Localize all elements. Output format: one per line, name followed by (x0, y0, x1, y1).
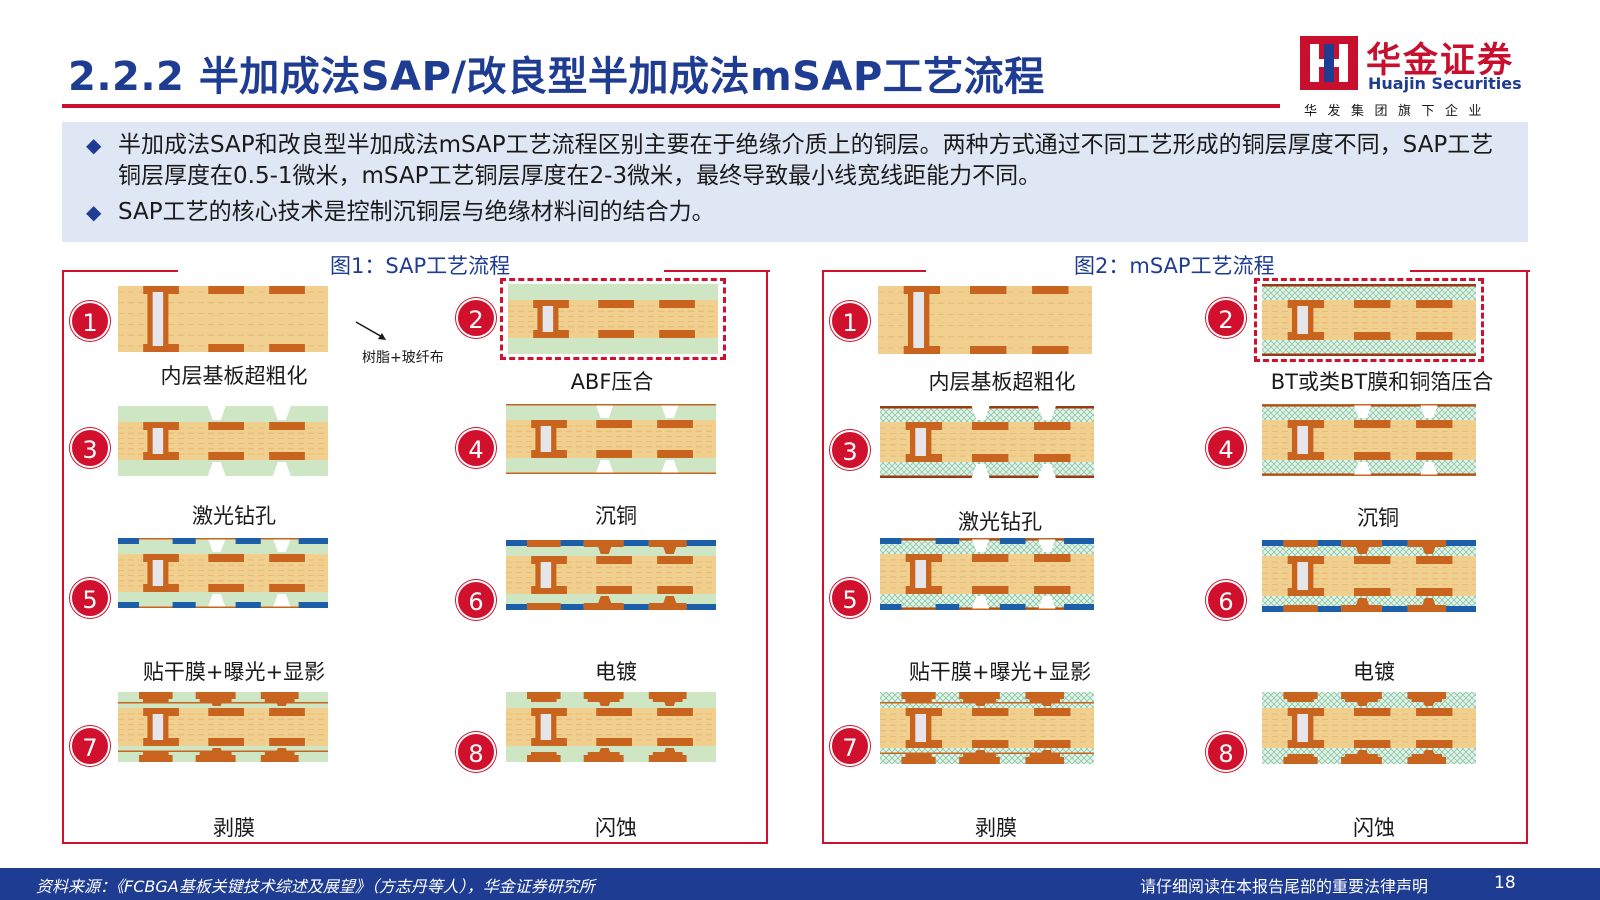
panel-border-top (822, 270, 926, 272)
step-label: 内层基板超粗化 (928, 370, 1076, 394)
cross-section-diagram (1262, 404, 1476, 476)
msap-step-2-diagram (1254, 278, 1484, 362)
sap-step-2-diagram (500, 278, 726, 360)
cross-section-diagram (118, 692, 328, 762)
step-label: 贴干膜+曝光+显影 (142, 660, 326, 684)
step-label: 贴干膜+曝光+显影 (908, 660, 1092, 684)
sap-step-1-diagram (118, 284, 328, 358)
sap-step-3-diagram (118, 406, 328, 480)
annotation-arrow-icon (355, 321, 386, 340)
highlight-box (1254, 278, 1484, 362)
step-label: 闪蚀 (595, 816, 637, 840)
step-label: 激光钻孔 (192, 504, 276, 528)
step-number-badge: 8 (1206, 732, 1246, 772)
cross-section-diagram (880, 538, 1094, 610)
step-number-badge: 5 (830, 578, 870, 618)
step-number-badge: 8 (456, 732, 496, 772)
resin-glass-annotation: 树脂+玻纤布 (362, 350, 444, 366)
cross-section-diagram (118, 286, 328, 352)
bullet-text: 半加成法SAP和改良型半加成法mSAP工艺流程区别主要在于绝缘介质上的铜层。两种… (118, 132, 1494, 189)
bullet-text: SAP工艺的核心技术是控制沉铜层与绝缘材料间的结合力。 (118, 199, 715, 225)
step-label: BT或类BT膜和铜箔压合 (1270, 370, 1494, 394)
summary-bullet: ◆ SAP工艺的核心技术是控制沉铜层与绝缘材料间的结合力。 (86, 197, 1508, 228)
sap-step-7-diagram (118, 692, 328, 766)
step-label: 闪蚀 (1353, 816, 1395, 840)
company-logo: 华金证券 Huajin Securities 华发集团旗下企业 (1300, 32, 1540, 119)
step-number-badge: 3 (70, 428, 110, 468)
cross-section-diagram (118, 538, 328, 608)
panel-border-top (1410, 270, 1530, 272)
step-number-badge: 7 (830, 726, 870, 766)
msap-step-7-diagram (880, 692, 1094, 768)
step-number-badge: 1 (70, 301, 110, 341)
huajin-logo-icon (1300, 36, 1358, 90)
cross-section-diagram (1262, 540, 1476, 612)
panel-border-top (62, 270, 178, 272)
summary-box: ◆ 半加成法SAP和改良型半加成法mSAP工艺流程区别主要在于绝缘介质上的铜层。… (62, 122, 1528, 242)
cross-section-diagram (506, 540, 716, 610)
step-number-badge: 4 (1206, 428, 1246, 468)
step-number-badge: 6 (456, 580, 496, 620)
diamond-bullet-icon: ◆ (86, 133, 102, 157)
sap-step-6-diagram (506, 540, 716, 614)
cross-section-diagram (508, 284, 718, 354)
step-number-badge: 2 (456, 298, 496, 338)
cross-section-diagram (880, 692, 1094, 764)
logo-tagline: 华发集团旗下企业 (1304, 104, 1493, 119)
panel-border-top (664, 270, 770, 272)
cross-section-diagram (880, 406, 1094, 478)
msap-step-1-diagram (878, 284, 1092, 360)
sap-step-8-diagram (506, 692, 716, 766)
figure1-title: 图1：SAP工艺流程 (330, 254, 511, 278)
cross-section-diagram (118, 406, 328, 476)
step-label: 激光钻孔 (958, 510, 1042, 534)
page-title: 2.2.2 半加成法SAP/改良型半加成法mSAP工艺流程 (68, 54, 1045, 100)
footer-bar: 资料来源：《FCBGA基板关键技术综述及展望》（方志丹等人），华金证券研究所 请… (0, 868, 1600, 900)
step-number-badge: 4 (456, 428, 496, 468)
step-label: 电镀 (595, 660, 637, 684)
highlight-box (500, 278, 726, 360)
step-number-badge: 5 (70, 578, 110, 618)
step-label: 剥膜 (213, 816, 255, 840)
msap-step-5-diagram (880, 538, 1094, 614)
sap-step-5-diagram (118, 538, 328, 612)
msap-step-4-diagram (1262, 404, 1476, 480)
source-note: 资料来源：《FCBGA基板关键技术综述及展望》（方志丹等人），华金证券研究所 (36, 877, 595, 896)
step-label: 沉铜 (1357, 506, 1399, 530)
step-label: 沉铜 (595, 504, 637, 528)
legal-disclaimer-link[interactable]: 请仔细阅读在本报告尾部的重要法律声明 (1140, 877, 1429, 896)
diamond-bullet-icon: ◆ (86, 200, 102, 224)
step-label: 内层基板超粗化 (160, 364, 308, 388)
step-label: 电镀 (1353, 660, 1395, 684)
sap-step-4-diagram (506, 404, 716, 478)
cross-section-diagram (506, 404, 716, 474)
step-number-badge: 1 (830, 301, 870, 341)
title-divider (62, 104, 1280, 108)
cross-section-diagram (1262, 692, 1476, 764)
step-number-badge: 2 (1206, 298, 1246, 338)
logo-english-name: Huajin Securities (1368, 74, 1522, 93)
msap-step-3-diagram (880, 406, 1094, 482)
step-label: ABF压合 (570, 370, 654, 394)
cross-section-diagram (1262, 284, 1476, 356)
cross-section-diagram (506, 692, 716, 762)
msap-step-6-diagram (1262, 540, 1476, 616)
step-label: 剥膜 (975, 816, 1017, 840)
step-number-badge: 7 (70, 726, 110, 766)
step-number-badge: 6 (1206, 580, 1246, 620)
figure2-title: 图2：mSAP工艺流程 (1074, 254, 1275, 278)
summary-bullet: ◆ 半加成法SAP和改良型半加成法mSAP工艺流程区别主要在于绝缘介质上的铜层。… (86, 130, 1508, 192)
msap-figure-panel: 图2：mSAP工艺流程 (822, 254, 1530, 844)
logo-chinese-name: 华金证券 (1366, 41, 1515, 81)
step-number-badge: 3 (830, 430, 870, 470)
page-number: 18 (1494, 873, 1516, 893)
sap-figure-panel: 图1：SAP工艺流程 (62, 254, 770, 844)
msap-step-8-diagram (1262, 692, 1476, 768)
cross-section-diagram (878, 286, 1092, 354)
